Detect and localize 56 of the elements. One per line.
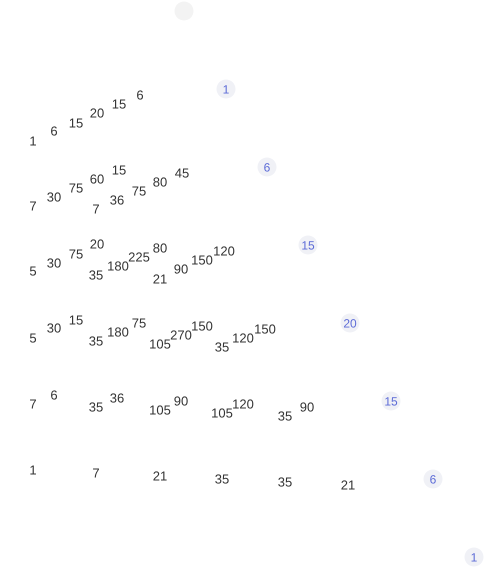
number-label: 6 [136, 88, 144, 102]
number-label: 270 [170, 328, 192, 342]
number-label: 30 [46, 322, 62, 334]
number-label: 15 [68, 314, 84, 326]
number-label: 35 [278, 476, 292, 488]
number-label: 35 [278, 410, 292, 422]
number-label: 1 [29, 464, 37, 476]
number-label: 225 [128, 250, 150, 264]
number-label: 45 [174, 166, 190, 180]
number-label: 15 [68, 116, 84, 130]
number-label: 36 [110, 392, 124, 404]
number-label: 21 [152, 272, 168, 286]
number-label: 105 [149, 338, 171, 350]
number-label: 35 [88, 268, 104, 282]
number-label: 75 [68, 248, 84, 260]
number-label: 90 [174, 394, 188, 408]
number-label: 1 [29, 134, 37, 148]
number-label: 180 [107, 260, 129, 272]
number-label: 35 [88, 400, 104, 414]
number-label: 36 [110, 194, 124, 206]
number-label: 21 [340, 478, 356, 492]
number-label: 6 [50, 388, 58, 402]
number-label: 150 [254, 322, 276, 336]
number-label: 7 [92, 202, 100, 216]
number-label: 150 [191, 254, 213, 266]
number-label: 150 [191, 320, 213, 332]
number-label: 80 [152, 242, 168, 254]
number-label: 20 [90, 106, 104, 120]
number-label: 35 [88, 334, 104, 348]
number-label: 6 [50, 124, 58, 138]
number-label: 5 [29, 332, 37, 344]
number-label: 75 [68, 182, 84, 194]
number-label: 30 [46, 190, 62, 204]
number-label: 105 [149, 404, 171, 416]
number-label: 15 [112, 98, 126, 110]
number-label: 35 [214, 472, 230, 486]
number-label: 75 [132, 184, 146, 198]
number-label: 21 [152, 470, 168, 482]
number-label: 15 [112, 164, 126, 176]
number-label: 75 [132, 316, 146, 330]
number-label: 60 [90, 172, 104, 186]
number-label: 7 [92, 466, 100, 480]
number-label: 7 [29, 398, 37, 410]
number-label: 120 [232, 398, 254, 410]
number-label: 105 [211, 406, 233, 420]
number-label: 35 [214, 340, 230, 354]
number-label: 90 [174, 262, 188, 276]
number-label: 120 [232, 332, 254, 344]
number-label: 120 [213, 244, 235, 258]
number-label: 30 [46, 256, 62, 270]
number-label: 7 [29, 200, 37, 212]
number-label: 5 [29, 264, 37, 278]
number-label: 80 [152, 176, 168, 188]
number-label: 180 [107, 326, 129, 338]
number-label: 20 [90, 238, 104, 250]
number-label: 90 [300, 400, 314, 414]
